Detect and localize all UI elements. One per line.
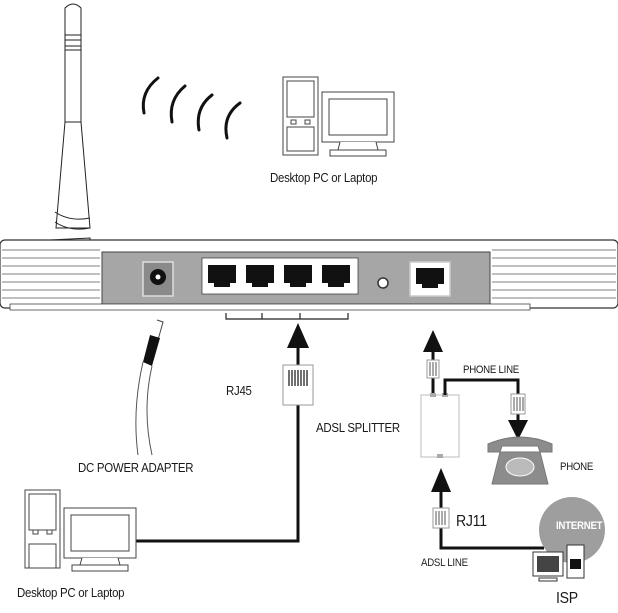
telephone-icon <box>487 436 553 485</box>
adsl-line-label: ADSL LINE <box>421 557 468 569</box>
desktop-pc-icon-bottom <box>24 489 137 572</box>
pc-wireless-label: Desktop PC or Laptop <box>270 170 378 185</box>
internet-cloud-icon <box>539 497 605 563</box>
router-rear-panel <box>0 239 618 320</box>
adsl-splitter-icon <box>420 394 460 458</box>
rj11-connector-icon <box>432 507 450 529</box>
adsl-line-cable <box>431 468 544 550</box>
desktop-pc-icon-top <box>282 76 395 157</box>
phone-line-label: PHONE LINE <box>463 364 520 376</box>
phone-label: PHONE <box>560 461 594 473</box>
dc-power-label: DC POWER ADAPTER <box>78 460 194 475</box>
pc-wired-label: Desktop PC or Laptop <box>17 585 125 600</box>
rj11-label: RJ11 <box>456 513 487 530</box>
internet-label: INTERNET <box>556 520 603 532</box>
rj45-label: RJ45 <box>226 383 252 398</box>
phone-line-cable <box>443 378 528 440</box>
dc-power-cable <box>135 319 164 456</box>
adsl-splitter-label: ADSL SPLITTER <box>316 420 400 435</box>
isp-label: ISP <box>556 590 578 607</box>
wireless-signal-icon <box>141 76 242 140</box>
rj45-cable <box>136 323 314 543</box>
line-cable <box>423 330 443 398</box>
isp-server-icon <box>532 544 585 582</box>
reset-button <box>377 277 389 289</box>
